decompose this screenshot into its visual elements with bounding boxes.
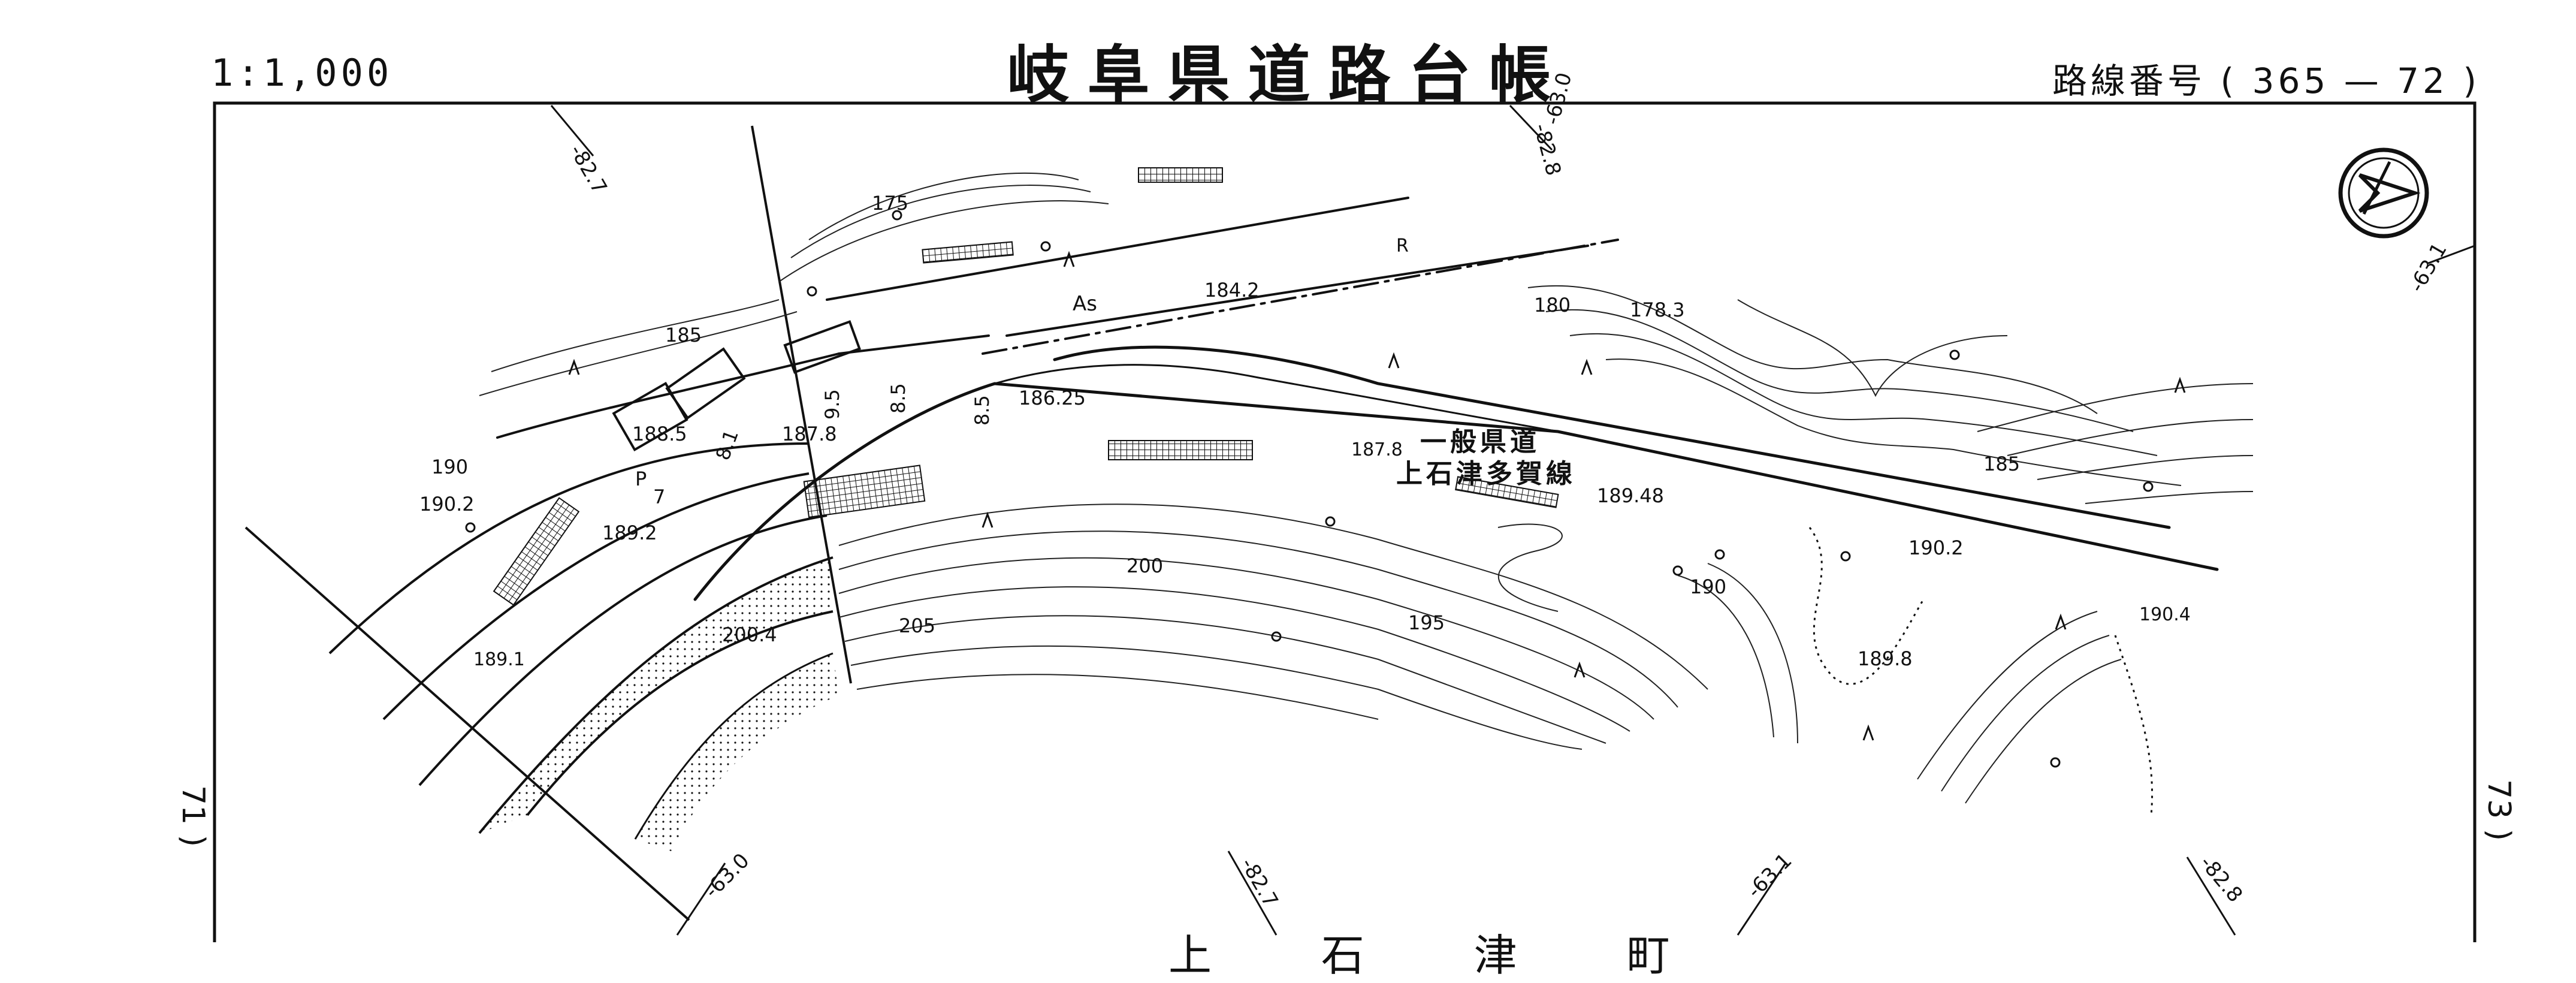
route-number: 路線番号 ( 365 — 72 ) <box>2052 61 2480 101</box>
spot-height: 190.2 <box>1908 536 1964 559</box>
grid-label: -63.1 <box>2405 239 2452 296</box>
surface-label: As <box>1073 292 1097 316</box>
contour-label: 200 <box>1127 554 1163 577</box>
dimension: 7 <box>653 486 665 508</box>
buildings <box>612 320 861 452</box>
spot-height: 200.4 <box>722 623 777 646</box>
tree-symbols <box>568 251 2186 741</box>
grid-label: -82.7 <box>564 141 612 198</box>
adjacent-sheet-left: 71 ) <box>175 785 211 847</box>
grid-label: -82.8 <box>1529 121 1565 178</box>
road-name-label: 上石津多賀線 <box>1396 459 1576 489</box>
spot-height: 189.1 <box>473 649 525 670</box>
contour-lines-south <box>838 503 2122 804</box>
grid-label: -63.1 <box>1743 849 1796 903</box>
dimension: 8.5 <box>971 395 993 426</box>
spot-height: 189.48 <box>1597 484 1664 507</box>
grid-label: -63.0 <box>1540 70 1577 127</box>
contour-label: 190 <box>431 456 468 478</box>
section-boundary <box>244 526 690 921</box>
gravel-shoulder-2 <box>635 653 839 851</box>
spot-height: 189.2 <box>602 521 657 544</box>
spot-height: 186.25 <box>1019 387 1086 409</box>
map-scale: 1:1,000 <box>211 51 393 95</box>
contour-lines-north <box>479 172 2254 504</box>
cliff-edge-2 <box>2114 635 2154 816</box>
spot-height: 187.8 <box>1351 439 1403 460</box>
spot-height: 187.8 <box>782 423 837 445</box>
vegetation-symbols <box>465 210 2154 768</box>
contour-label: 195 <box>1408 611 1445 634</box>
grid-label: -82.8 <box>2195 851 2247 907</box>
road-ledger-map: 一般県道 上石津多賀線 As P R -82.7 -82.8 -63.0 -63… <box>213 70 2477 942</box>
gravel-shoulder <box>479 557 833 833</box>
dimension: 8.1 <box>711 427 743 463</box>
cliff-edge <box>1808 527 1925 685</box>
grid-label: -63.0 <box>700 849 754 903</box>
wall-symbol: R <box>1396 236 1409 257</box>
dimension: 9.5 <box>821 389 844 420</box>
contour-label: 205 <box>899 614 935 637</box>
hatched-structures <box>493 167 1559 606</box>
grid-label: -82.7 <box>1236 854 1283 912</box>
contour-label: 185 <box>665 324 702 346</box>
section-boundary-north <box>751 125 852 684</box>
spot-height: 190.2 <box>419 493 475 515</box>
spot-height: 184.2 <box>1204 279 1260 301</box>
dimension: 8.5 <box>887 383 910 414</box>
spot-height: 189.8 <box>1858 647 1913 670</box>
map-frame <box>213 101 2477 942</box>
prefectural-road <box>496 197 2219 601</box>
road-type-label: 一般県道 <box>1420 427 1540 457</box>
north-arrow-icon <box>2338 147 2429 239</box>
spot-height: 190.4 <box>2139 604 2191 625</box>
spot-height: 178.3 <box>1630 298 1685 321</box>
place-name: 上 石 津 町 <box>1168 930 1718 981</box>
parking-symbol: P <box>635 468 647 490</box>
sheet-title: 岐阜県道路台帳 <box>1007 38 1569 111</box>
contour-label: 180 <box>1534 294 1571 316</box>
contour-label: 185 <box>1983 453 2020 475</box>
adjacent-sheet-right: 73 ) <box>2481 779 2517 841</box>
contour-label: 175 <box>872 192 908 215</box>
grid-ticks <box>550 104 2475 936</box>
spot-height: 188.5 <box>632 423 687 445</box>
contour-label: 190 <box>1690 575 1726 598</box>
